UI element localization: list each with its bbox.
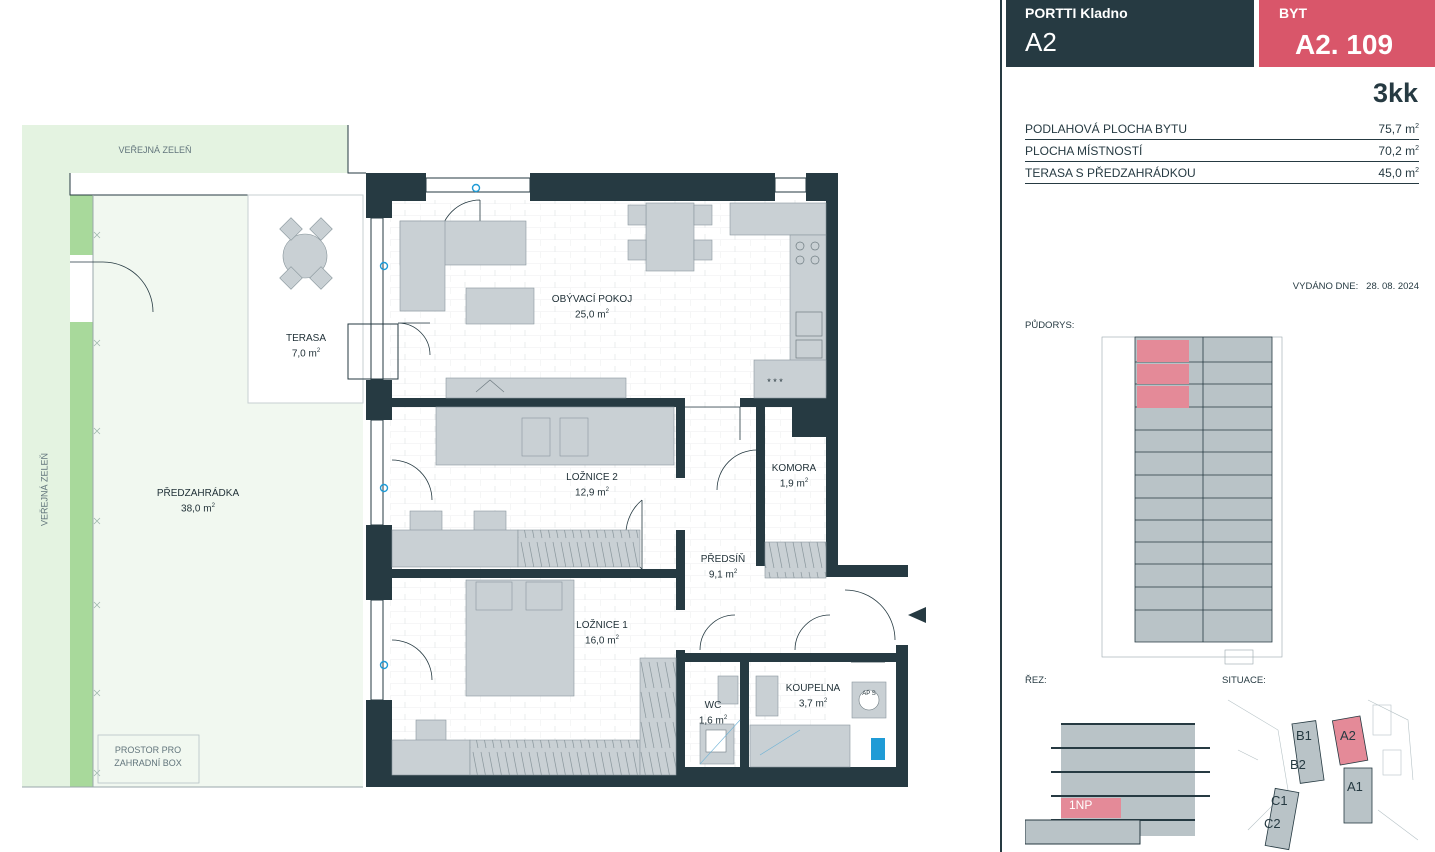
garden-box-label: PROSTOR PRO ZAHRADNÍ BOX bbox=[114, 745, 182, 768]
area-row-floor: PODLAHOVÁ PLOCHA BYTU 75,7 m2 bbox=[1025, 118, 1419, 140]
floor-plan bbox=[22, 125, 926, 788]
unit-header: BYT A2. 109 bbox=[1259, 0, 1435, 67]
stove-marks: * * * bbox=[767, 377, 783, 387]
public-green-top-label: VEŘEJNÁ ZELEŇ bbox=[118, 145, 192, 155]
situation-label: SITUACE: bbox=[1222, 675, 1266, 686]
situation-building-a1: A1 bbox=[1347, 779, 1363, 794]
public-green-top bbox=[22, 125, 348, 173]
section-label: ŘEZ: bbox=[1025, 675, 1047, 686]
terrace-area bbox=[247, 194, 364, 404]
building-name: A2 bbox=[1025, 27, 1057, 57]
situation-building-b2: B2 bbox=[1290, 757, 1306, 772]
public-green-side-label: VEŘEJNÁ ZELEŇ bbox=[39, 452, 50, 527]
panel-divider bbox=[1000, 0, 1002, 852]
garden-box-area bbox=[97, 734, 200, 784]
unit-number: A2. 109 bbox=[1295, 29, 1394, 60]
ap-badge: AP S bbox=[862, 691, 876, 697]
public-green-side bbox=[22, 173, 70, 787]
layout-type: 3kk bbox=[1372, 78, 1418, 108]
issued-date: VYDÁNO DNE: 28. 08. 2024 bbox=[1292, 281, 1419, 292]
situation-building-a2: A2 bbox=[1340, 728, 1356, 743]
situation-building-c2: C2 bbox=[1264, 816, 1281, 831]
entrance-arrow-icon bbox=[908, 607, 926, 623]
area-row-rooms: PLOCHA MÍSTNOSTÍ 70,2 m2 bbox=[1025, 140, 1419, 162]
project-name: PORTTI Kladno bbox=[1025, 5, 1128, 21]
area-row-terrace: TERASA S PŘEDZAHRÁDKOU 45,0 m2 bbox=[1025, 162, 1419, 184]
situation-building-b1: B1 bbox=[1296, 728, 1312, 743]
building-section-thumbnail bbox=[1025, 723, 1210, 845]
site-situation-thumbnail bbox=[1218, 690, 1418, 852]
situation-building-c1: C1 bbox=[1271, 793, 1288, 808]
building-floorplan-thumbnail bbox=[1101, 336, 1283, 665]
floorplans-label: PŮDORYS: bbox=[1025, 320, 1075, 331]
unit-label: BYT bbox=[1279, 5, 1307, 21]
project-header: PORTTI Kladno A2 bbox=[1006, 0, 1254, 67]
section-floor-label: 1NP bbox=[1069, 798, 1093, 812]
